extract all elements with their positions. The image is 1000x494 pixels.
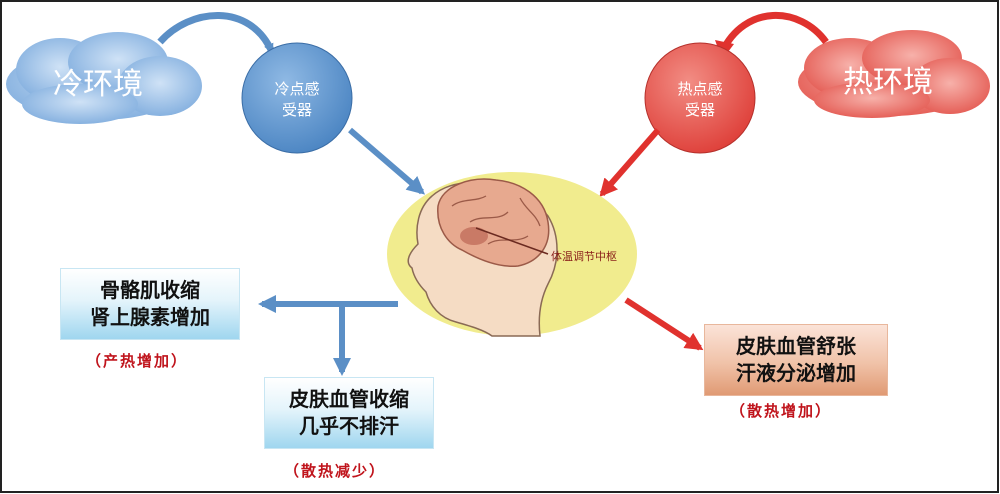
brain-illustration: 体温调节中枢 bbox=[387, 172, 637, 337]
hot-skin-note: （散热增加） bbox=[730, 402, 833, 420]
cold-environment-label: 冷环境 bbox=[53, 67, 143, 102]
hot-to-brain-arrow bbox=[599, 128, 661, 198]
hot-environment-cloud: 热环境 bbox=[798, 30, 990, 118]
hypothalamus-marker bbox=[460, 227, 488, 245]
cold-receptor-line2: 受器 bbox=[282, 101, 312, 119]
hot-receptor-line1: 热点感 bbox=[677, 80, 722, 98]
hot-receptor: 热点感 受器 bbox=[644, 42, 756, 154]
cold-muscle-line1: 骨骼肌收缩 bbox=[100, 278, 200, 302]
cold-to-brain-arrow bbox=[348, 127, 426, 195]
hot-receptor-line2: 受器 bbox=[685, 101, 715, 119]
hot-skin-line2: 汗液分泌增加 bbox=[736, 361, 856, 385]
hot-skin-response-box: 皮肤血管舒张 汗液分泌增加 bbox=[704, 324, 888, 396]
hot-skin-line1: 皮肤血管舒张 bbox=[736, 334, 856, 358]
cold-muscle-response-box: 骨骼肌收缩 肾上腺素增加 bbox=[60, 268, 240, 340]
brain-to-hot-response-arrow bbox=[624, 297, 704, 351]
cold-curved-arrow bbox=[157, 12, 276, 54]
cold-muscle-note: （产热增加） bbox=[86, 352, 189, 370]
cold-skin-line1: 皮肤血管收缩 bbox=[289, 387, 409, 411]
hot-curved-arrow bbox=[718, 11, 829, 54]
cold-skin-response-box: 皮肤血管收缩 几乎不排汗 bbox=[264, 377, 434, 449]
thermoregulation-center-label: 体温调节中枢 bbox=[551, 249, 617, 263]
cold-skin-note: （散热减少） bbox=[284, 462, 387, 480]
cold-environment-cloud: 冷环境 bbox=[6, 32, 202, 124]
cold-receptor-line1: 冷点感 bbox=[274, 80, 319, 98]
cold-muscle-line2: 肾上腺素增加 bbox=[90, 305, 210, 329]
hot-environment-label: 热环境 bbox=[843, 65, 933, 100]
cold-receptor: 冷点感 受器 bbox=[241, 42, 353, 154]
cold-skin-line2: 几乎不排汗 bbox=[299, 414, 399, 438]
center-pointer-line bbox=[475, 227, 549, 255]
